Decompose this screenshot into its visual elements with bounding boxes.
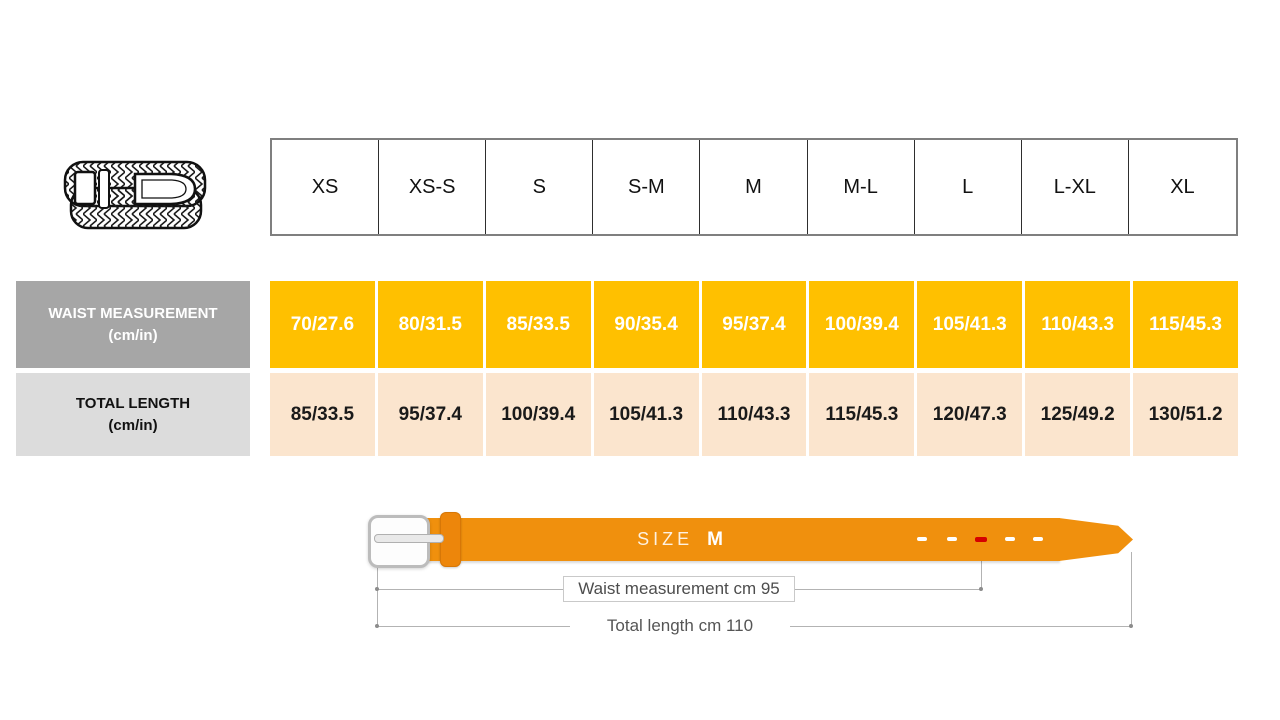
- size-word: SIZE: [637, 529, 694, 549]
- braided-belt-icon: [63, 160, 207, 230]
- size-header-cell: M-L: [808, 140, 915, 234]
- size-header-cell: L: [915, 140, 1022, 234]
- belt-tip: [1059, 518, 1133, 561]
- total-length-caption: Total length cm 110: [570, 614, 790, 638]
- belt-hole: [1033, 537, 1043, 541]
- belt-size-label: SIZE M: [560, 518, 800, 561]
- size-header-cell: S: [486, 140, 594, 234]
- waist-value-cell: 85/33.5: [485, 281, 591, 368]
- waist-value-cell: 115/45.3: [1133, 281, 1238, 368]
- belt-hole: [1005, 537, 1015, 541]
- length-value-cell: 85/33.5: [270, 373, 375, 456]
- waist-measurement-row: 70/27.6 80/31.5 85/33.5 90/35.4 95/37.4 …: [270, 281, 1238, 368]
- waist-measurement-caption: Waist measurement cm 95: [563, 576, 795, 602]
- belt-hole: [947, 537, 957, 541]
- tip-dimension-line: [1131, 552, 1132, 626]
- length-value-cell: 100/39.4: [485, 373, 591, 456]
- dimension-dot: [375, 624, 379, 628]
- length-value-cell: 95/37.4: [377, 373, 483, 456]
- size-header-row: XS XS-S S S-M M M-L L L-XL XL: [270, 138, 1238, 236]
- length-value-cell: 125/49.2: [1025, 373, 1131, 456]
- waist-value-cell: 95/37.4: [701, 281, 807, 368]
- size-header-cell: XS-S: [379, 140, 487, 234]
- length-row-label-unit: (cm/in): [108, 416, 158, 434]
- waist-value-cell: 80/31.5: [377, 281, 483, 368]
- belt-hole-selected: [975, 537, 987, 542]
- size-header-cell: XL: [1170, 175, 1195, 198]
- waist-measurement-row-label: WAIST MEASUREMENT (cm/in): [16, 281, 250, 368]
- length-value-cell: 130/51.2: [1133, 373, 1238, 456]
- waist-row-label-text: WAIST MEASUREMENT: [48, 304, 218, 322]
- length-value-cell: 105/41.3: [593, 373, 699, 456]
- waist-value-cell: 90/35.4: [593, 281, 699, 368]
- length-value-cell: 110/43.3: [701, 373, 807, 456]
- length-value-cell: 115/45.3: [809, 373, 915, 456]
- dimension-dot: [979, 587, 983, 591]
- size-header-cell: S-M: [593, 140, 701, 234]
- size-header-cell: XS: [272, 140, 380, 234]
- red-hole-dimension-line: [981, 546, 982, 589]
- size-value: M: [707, 528, 723, 550]
- belt-keeper-loop: [440, 512, 461, 567]
- waist-value-cell: 100/39.4: [809, 281, 915, 368]
- belt-hole: [917, 537, 927, 541]
- total-length-row-label: TOTAL LENGTH (cm/in): [16, 373, 250, 456]
- waist-value-cell: 110/43.3: [1025, 281, 1131, 368]
- dimension-dot: [375, 587, 379, 591]
- buckle-dimension-line: [377, 566, 378, 627]
- buckle-prong-icon: [374, 534, 444, 543]
- length-row-label-text: TOTAL LENGTH: [75, 394, 191, 412]
- dimension-dot: [1129, 624, 1133, 628]
- size-header-cell: M: [700, 140, 808, 234]
- waist-value-cell: 105/41.3: [917, 281, 1023, 368]
- size-header-cell: L-XL: [1022, 140, 1129, 234]
- length-value-cell: 120/47.3: [917, 373, 1023, 456]
- total-length-row: 85/33.5 95/37.4 100/39.4 105/41.3 110/43…: [270, 373, 1238, 456]
- waist-row-label-unit: (cm/in): [108, 326, 158, 344]
- waist-value-cell: 70/27.6: [270, 281, 375, 368]
